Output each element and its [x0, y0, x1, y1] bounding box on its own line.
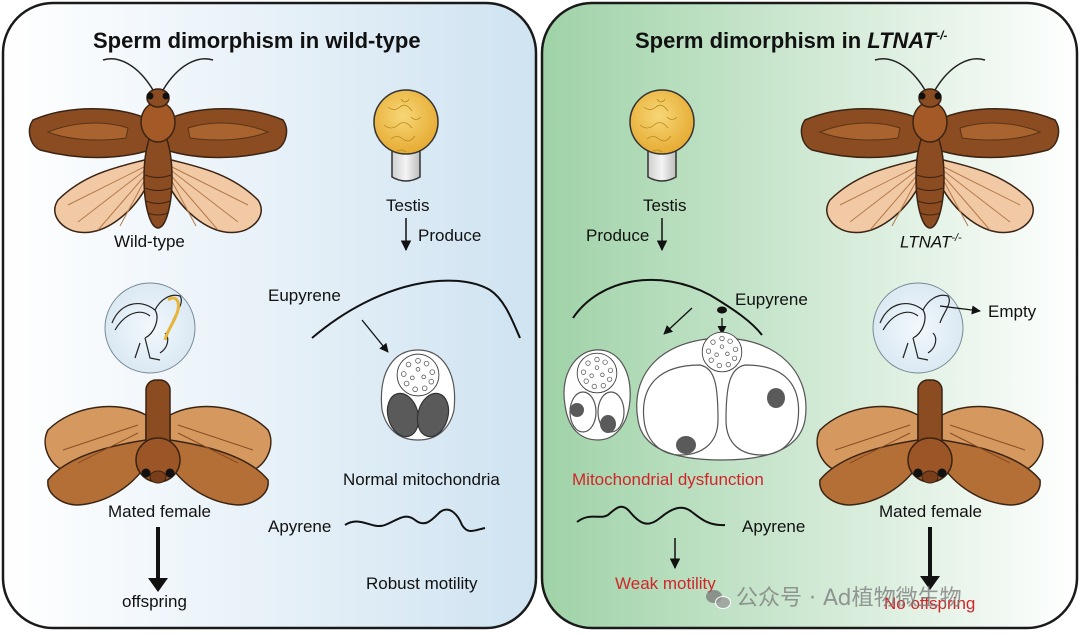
reproductive-tract-inset [104, 282, 196, 374]
weak-motility-label: Weak motility [615, 574, 716, 593]
mitochondrial-dysfunction-label: Mitochondrial dysfunction [572, 470, 764, 489]
right-panel-title: Sperm dimorphism in LTNAT-/- [635, 28, 948, 53]
eupyrene-sperm-path [311, 279, 521, 339]
defective-eupyrene-cell-large [636, 331, 807, 461]
apyrene-label-mutant: Apyrene [742, 517, 806, 536]
produce-label-mutant: Produce [586, 226, 650, 245]
watermark-text: 公众号 · Ad植物微生物 [736, 586, 962, 611]
mated-female-label-mutant: Mated female [879, 502, 982, 521]
eupyrene-label-mutant: Eupyrene [735, 290, 808, 309]
produce-label: Produce [418, 226, 482, 245]
mated-female-label: Mated female [108, 502, 211, 521]
testis-label-mutant: Testis [643, 196, 687, 215]
normal-eupyrene-cell-icon [380, 349, 456, 441]
left-panel-title: Sperm dimorphism in wild-type [93, 28, 421, 53]
testis-label: Testis [386, 196, 430, 215]
wechat-icon [706, 590, 731, 609]
ltnat-genotype-label: LTNAT-/- [900, 232, 962, 252]
apyrene-sperm-wave [344, 508, 486, 532]
offspring-label: offspring [122, 592, 187, 611]
apyrene-sperm-wave-mutant [576, 505, 726, 527]
normal-mitochondria-label: Normal mitochondria [343, 470, 500, 489]
reproductive-tract-inset-mutant [872, 282, 964, 374]
eupyrene-sperm-path-mutant [572, 278, 763, 336]
empty-label: Empty [988, 302, 1037, 321]
watermark: 公众号 · Ad植物微生物 [706, 580, 962, 612]
apyrene-label: Apyrene [268, 517, 332, 536]
no-offspring-label: No offspring [884, 594, 976, 613]
defective-eupyrene-cell-small [563, 349, 631, 441]
robust-motility-label: Robust motility [366, 574, 478, 593]
eupyrene-label: Eupyrene [268, 286, 341, 305]
wild-type-label: Wild-type [114, 232, 185, 251]
